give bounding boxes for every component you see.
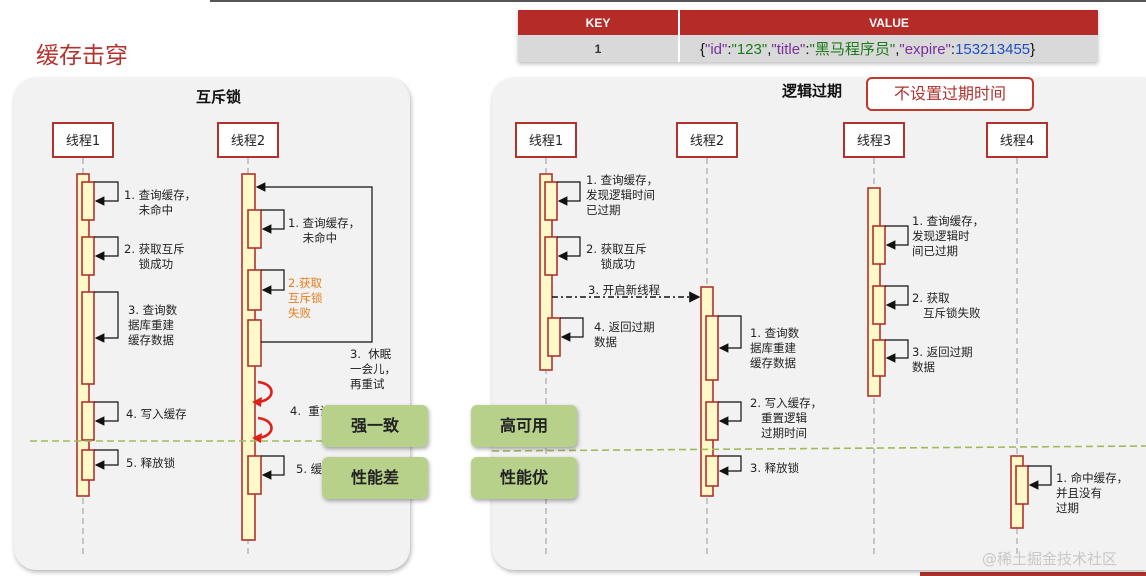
thread-box-left-2: 线程2 <box>217 122 279 158</box>
step-left-t1-3 <box>81 291 95 385</box>
label-left-t2-2: 2.获取 互斥锁 失败 <box>288 276 323 320</box>
thread-box-right-3: 线程3 <box>843 122 905 158</box>
left-panel-title: 互斥锁 <box>196 88 242 106</box>
loop-right-t1-1 <box>557 181 581 206</box>
row-value-json: {"id":"123","title":"黑马程序员","expire":153… <box>679 35 1098 62</box>
label-right-t3-1: 1. 查询缓存， 发现逻辑时 间已过期 <box>912 214 985 258</box>
json-token: "expire" <box>899 41 951 58</box>
label-right-t2-1: 1. 查询数 据库重建 缓存数据 <box>750 326 800 370</box>
label-left-t2-1: 1. 查询缓存， 未命中 <box>288 216 361 245</box>
label-left-t1-1: 1. 查询缓存， 未命中 <box>124 188 197 217</box>
step-right-t2-3 <box>705 455 719 487</box>
value-header: VALUE <box>679 10 1098 35</box>
thread-box-right-2: 线程2 <box>676 122 738 158</box>
loop-left-t1-2 <box>94 236 119 261</box>
retry-curl-2 <box>257 416 273 440</box>
step-left-t1-2 <box>81 236 95 276</box>
label-right-t1-4: 4. 返回过期 数据 <box>594 320 655 349</box>
right-panel-title: 逻辑过期 <box>782 82 843 100</box>
page-title: 缓存击穿 <box>36 43 128 69</box>
label-right-t2-3: 3. 释放锁 <box>750 461 800 475</box>
json-token: "黑马程序员" <box>809 41 896 58</box>
step-right-t3-1 <box>872 225 886 265</box>
label-left-t2-5: 5. 缓 <box>296 462 323 476</box>
key-header: KEY <box>518 10 680 35</box>
step-right-t1-4 <box>547 317 561 357</box>
retry-loop-arrow <box>255 182 373 343</box>
step-right-t2-2 <box>705 401 719 441</box>
step-left-t1-4 <box>81 401 95 441</box>
label-left-t1-3: 3. 查询数 据库重建 缓存数据 <box>128 303 178 347</box>
json-token: : <box>805 41 810 58</box>
loop-right-t2-3 <box>718 455 742 476</box>
loop-right-t4-1 <box>1028 465 1052 490</box>
label-right-t1-2: 2. 获取互斥 锁成功 <box>586 242 647 271</box>
json-token: "id" <box>705 41 728 58</box>
separator-right <box>491 445 1146 452</box>
row-key: 1 <box>518 35 680 62</box>
label-right-t3-3: 3. 返回过期 数据 <box>912 345 973 374</box>
loop-right-t2-1 <box>718 315 742 353</box>
json-token: 153213455 <box>955 41 1031 58</box>
retry-curl-head-2 <box>252 433 262 443</box>
json-token: "title" <box>771 41 806 58</box>
thread-box-right-4: 线程4 <box>986 122 1048 158</box>
label-left-t1-4: 4. 写入缓存 <box>126 407 187 421</box>
step-right-t1-1 <box>544 181 558 221</box>
json-token: : <box>727 41 732 58</box>
no-expire-badge: 不设置过期时间 <box>866 77 1034 111</box>
json-token: { <box>700 41 706 58</box>
json-token: , <box>767 41 772 58</box>
loop-right-t1-2 <box>557 236 581 261</box>
label-right-t1-3: 3. 开启新线程 <box>588 283 661 297</box>
step-right-t4-1 <box>1015 465 1029 505</box>
loop-right-t2-2 <box>718 401 742 426</box>
step-right-t2-1 <box>705 315 719 381</box>
label-right-t2-2: 2. 写入缓存， 重置逻辑 过期时间 <box>750 396 823 440</box>
tag-strong-consistency: 强一致 <box>322 405 428 447</box>
loop-right-t1-4 <box>560 317 584 342</box>
step-left-t2-3 <box>247 319 262 367</box>
thread-box-left-1: 线程1 <box>52 122 114 158</box>
json-token: , <box>895 41 900 58</box>
step-right-t1-2 <box>544 236 558 276</box>
step-right-t3-2 <box>872 285 886 325</box>
tag-good-performance: 性能优 <box>471 457 577 499</box>
loop-left-t2-2 <box>261 269 285 295</box>
loop-left-t2-1 <box>261 209 285 234</box>
json-token: : <box>950 41 956 58</box>
label-right-t4-1: 1. 命中缓存， 并且没有 过期 <box>1056 471 1129 515</box>
loop-left-t2-5 <box>261 455 285 480</box>
label-left-t1-2: 2. 获取互斥 锁成功 <box>124 242 185 271</box>
loop-left-t1-3 <box>94 291 119 343</box>
tag-poor-performance: 性能差 <box>322 457 428 499</box>
tag-high-availability: 高可用 <box>471 405 577 447</box>
label-right-t1-1: 1. 查询缓存， 发现逻辑时间 已过期 <box>586 173 659 217</box>
label-left-t2-3: 3. 休眠 一会儿， 再重试 <box>350 347 396 391</box>
loop-left-t1-5 <box>94 449 119 470</box>
step-left-t2-2 <box>247 269 262 311</box>
retry-curl-1 <box>257 380 273 404</box>
step-left-t1-5 <box>81 449 95 481</box>
json-token: } <box>1030 41 1036 58</box>
json-token: "123" <box>731 41 768 58</box>
label-left-t1-5: 5. 释放锁 <box>126 456 176 470</box>
loop-left-t1-1 <box>94 181 119 206</box>
top-rule <box>210 0 1146 2</box>
watermark: @稀土掘金技术社区 <box>982 550 1118 568</box>
step-left-t2-5 <box>247 455 262 495</box>
retry-curl-head-1 <box>252 397 262 407</box>
bottom-accent-rule <box>920 572 1146 576</box>
label-right-t3-2: 2. 获取 互斥锁失败 <box>912 291 981 320</box>
loop-right-t3-2 <box>885 285 909 310</box>
loop-right-t3-3 <box>885 339 909 363</box>
cache-table: KEY VALUE 1 {"id":"123","title":"黑马程序员",… <box>518 10 1098 62</box>
step-left-t2-1 <box>247 209 262 249</box>
loop-right-t3-1 <box>885 225 909 250</box>
loop-left-t1-4 <box>94 401 119 426</box>
thread-box-right-1: 线程1 <box>515 122 577 158</box>
step-right-t3-3 <box>872 339 886 377</box>
step-left-t1-1 <box>81 181 95 221</box>
